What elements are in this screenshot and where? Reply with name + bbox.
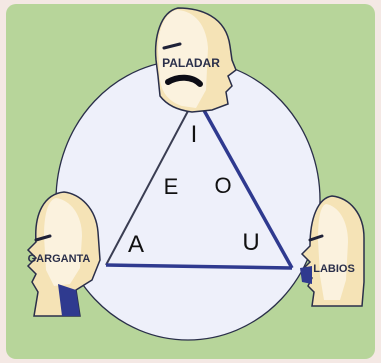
label-garganta: GARGANTA xyxy=(28,253,91,265)
vowel-e: E xyxy=(164,174,179,199)
triangle-edge-right xyxy=(194,95,294,269)
triangle-edge-left xyxy=(105,95,197,266)
head-profile-icon xyxy=(300,195,365,307)
lips-marker xyxy=(300,266,312,284)
head-profile-icon xyxy=(154,7,237,113)
label-paladar: PALADAR xyxy=(162,56,220,70)
throat-marker xyxy=(58,284,80,316)
vowel-a: A xyxy=(128,231,144,258)
vowel-o: O xyxy=(214,173,231,198)
triangle-edge-bottom xyxy=(105,263,293,270)
label-labios: LABIOS xyxy=(313,263,355,275)
palate-marker xyxy=(165,74,203,87)
vowel-u: U xyxy=(242,229,259,256)
head-profile-icon xyxy=(26,191,101,317)
vowel-i: I xyxy=(191,121,198,148)
